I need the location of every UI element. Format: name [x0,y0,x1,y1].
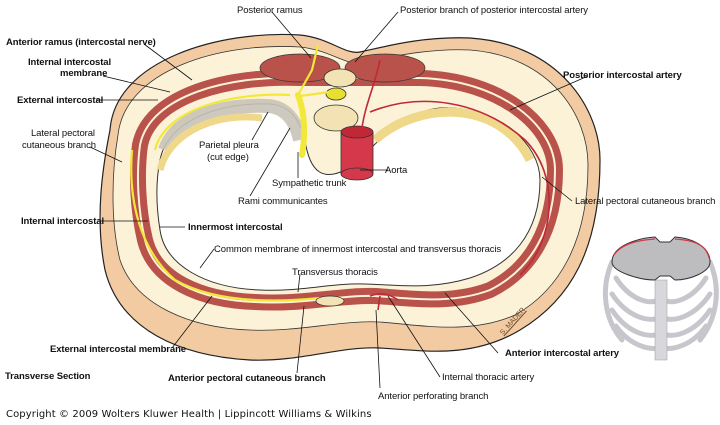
label-parietal-pleura-2: (cut edge) [207,152,249,163]
label-lateral-pectoral-left-1: Lateral pectoral [31,128,95,139]
rib-right [372,107,535,163]
parietal-pleura [158,98,307,153]
leader-lines [89,11,589,389]
label-parietal-pleura-1: Parietal pleura [199,140,259,151]
label-internal-thoracic-artery: Internal thoracic artery [442,372,535,383]
label-lateral-pectoral-left-2: cutaneous branch [22,140,96,151]
label-transversus-thoracis: Transversus thoracis [292,267,378,278]
label-aorta: Aorta [385,165,408,176]
label-external-intercostal-membrane: External intercostal membrane [50,344,186,355]
label-transverse-section: Transverse Section [5,371,91,382]
label-posterior-intercostal-artery: Posterior intercostal artery [563,70,682,81]
vertebral-arch [323,68,357,88]
rib-cage-inset [602,236,719,361]
rib-left [156,113,263,172]
label-anterior-intercostal-artery: Anterior intercostal artery [505,348,619,359]
label-common-membrane: Common membrane of innermost intercostal… [214,244,502,255]
label-posterior-branch-artery: Posterior branch of posterior intercosta… [400,5,588,16]
rib-cage-inset-section [611,236,711,281]
label-anterior-perforating: Anterior perforating branch [378,391,489,402]
erector-spinae-left [259,53,341,83]
label-anterior-pectoral-cutaneous: Anterior pectoral cutaneous branch [168,373,326,384]
label-lateral-pectoral-right: Lateral pectoral cutaneous branch [575,196,716,207]
label-innermost-intercostal: Innermost intercostal [188,222,283,233]
internal-thoracic-artery-vessel [369,293,399,311]
thorax-cross-section [99,33,601,361]
posterior-ramus-nerve [297,44,331,98]
aorta [340,125,374,181]
label-posterior-ramus: Posterior ramus [237,5,303,16]
sympathetic-trunk [295,92,308,158]
label-internal-intercostal: Internal intercostal [21,216,104,227]
label-internal-intercostal-membrane-1: Internal intercostal [28,57,111,68]
label-anterior-ramus: Anterior ramus (intercostal nerve) [6,37,156,48]
label-rami-communicantes: Rami communicantes [238,196,328,207]
spinal-cord [325,87,347,101]
vertebral-body [313,104,359,132]
sternum [315,295,345,307]
erector-spinae-right [344,53,426,83]
posterior-intercostal-artery-vessel [361,59,551,276]
copyright-notice: Copyright © 2009 Wolters Kluwer Health |… [6,409,372,420]
intercostal-nerve [130,93,321,302]
label-external-intercostal: External intercostal [17,95,104,106]
label-internal-intercostal-membrane-2: membrane [60,68,108,79]
label-sympathetic-trunk: Sympathetic trunk [272,178,347,189]
